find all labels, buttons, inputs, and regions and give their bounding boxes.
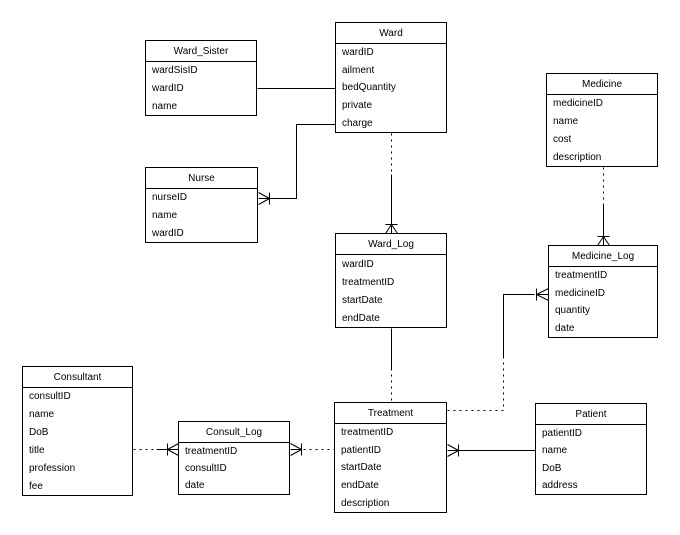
field-endDate: endDate: [342, 312, 380, 324]
field-address: address: [542, 479, 578, 491]
field-patientID: patientID: [341, 444, 382, 456]
entity-medicine_log[interactable]: Medicine_Log treatmentID medicineID quantit…: [548, 245, 658, 338]
crows-foot-marker: [290, 443, 302, 456]
field-name: name: [29, 409, 55, 421]
field-profession: profession: [29, 462, 76, 474]
entity-nurse[interactable]: Nurse nurseID name wardID: [145, 167, 258, 243]
entity-medicine[interactable]: Medicine medicineID name cost description: [546, 73, 658, 167]
entity-ward_sister[interactable]: Ward_Sister wardSisID wardID name: [145, 40, 257, 116]
field-DoB: DoB: [29, 427, 49, 439]
crows-foot-marker: [258, 192, 270, 205]
relationship-treatment-medicine_log: [447, 288, 549, 411]
field-wardID: wardID: [152, 227, 184, 239]
field-description: description: [553, 151, 602, 163]
field-bedQuantity: bedQuantity: [342, 82, 396, 94]
entity-ward[interactable]: Ward wardID ailment bedQuantity private charg…: [335, 22, 447, 133]
entity-title: Treatment: [335, 403, 446, 424]
relationship-medicine-medicine_log: [597, 167, 610, 246]
field-treatmentID: treatmentID: [185, 446, 238, 457]
relationship-consultant-consult_log: [133, 443, 179, 456]
crows-foot-marker: [447, 444, 459, 457]
field-wardSisID: wardSisID: [152, 65, 198, 77]
field-startDate: startDate: [341, 462, 382, 474]
entity-treatment[interactable]: Treatment treatmentID patientID startDate en…: [334, 402, 447, 513]
field-description: description: [341, 497, 390, 509]
field-consultID: consultID: [29, 391, 71, 403]
field-ailment: ailment: [342, 64, 375, 76]
field-wardID: wardID: [342, 47, 374, 59]
field-name: name: [542, 445, 568, 457]
relationship-ward-ward_log: [385, 133, 398, 234]
entity-title: Consult_Log: [179, 422, 289, 443]
field-treatmentID: treatmentID: [342, 276, 395, 288]
entity-title: Ward: [336, 23, 446, 44]
entity-title: Nurse: [146, 168, 257, 189]
crows-foot-marker: [536, 288, 549, 301]
field-cost: cost: [553, 133, 572, 145]
field-date: date: [185, 480, 205, 491]
entity-title: Medicine: [547, 74, 657, 95]
field-medicineID: medicineID: [553, 98, 604, 110]
field-patientID: patientID: [542, 428, 583, 440]
field-nurseID: nurseID: [152, 192, 188, 204]
field-wardID: wardID: [152, 83, 184, 94]
crows-foot-marker: [167, 443, 179, 456]
entity-title: Patient: [536, 404, 646, 425]
field-fee: fee: [29, 480, 43, 492]
relationship-treatment-patient: [447, 444, 536, 457]
field-title: title: [29, 444, 45, 456]
entity-title: Ward_Sister: [146, 41, 256, 62]
field-quantity: quantity: [555, 305, 591, 317]
entity-consult_log[interactable]: Consult_Log treatmentID consultID date: [178, 421, 290, 495]
field-private: private: [342, 100, 373, 112]
entity-ward_log[interactable]: Ward_Log wardID treatmentID startDate endDat…: [335, 233, 447, 328]
entity-title: Consultant: [23, 367, 132, 388]
relationship-nurse-ward: [258, 124, 336, 205]
field-wardID: wardID: [342, 258, 374, 270]
field-name: name: [553, 116, 579, 128]
relationship-consult_log-treatment: [290, 443, 335, 456]
field-date: date: [555, 322, 575, 334]
field-charge: charge: [342, 117, 373, 129]
field-treatmentID: treatmentID: [555, 270, 608, 282]
field-consultID: consultID: [185, 463, 227, 474]
entity-title: Ward_Log: [336, 234, 446, 255]
field-endDate: endDate: [341, 480, 379, 492]
field-startDate: startDate: [342, 294, 383, 306]
field-DoB: DoB: [542, 462, 562, 474]
field-name: name: [152, 100, 178, 112]
entity-title: Medicine_Log: [549, 246, 657, 267]
field-treatmentID: treatmentID: [341, 427, 394, 439]
field-medicineID: medicineID: [555, 287, 606, 299]
field-name: name: [152, 210, 178, 221]
